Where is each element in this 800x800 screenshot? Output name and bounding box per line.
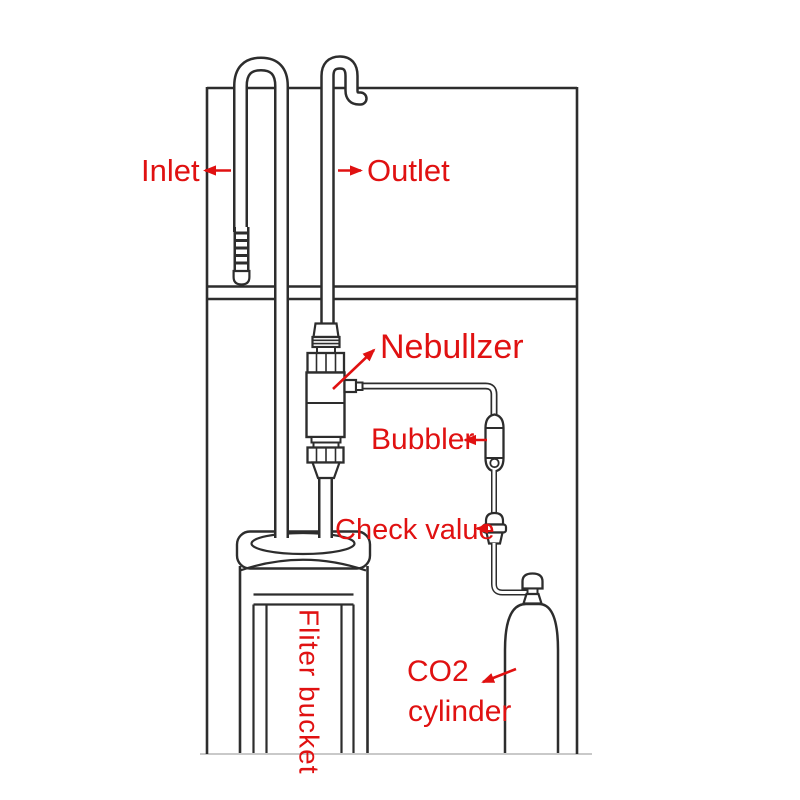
nebulizer-label: Nebullzer	[380, 328, 524, 366]
co2-cylinder-label-line2: cylinder	[408, 695, 512, 728]
inlet-pipe	[232, 56, 289, 538]
nebulizer-taper	[310, 461, 342, 480]
filter-bucket-label: Fliter bucket	[293, 609, 325, 775]
check-valve-label: Check value	[335, 514, 495, 546]
nebulizer-arrow	[332, 348, 376, 390]
outlet-label: Outlet	[367, 153, 450, 188]
annotation-arrows	[203, 165, 517, 684]
cylinder-knob	[521, 572, 544, 590]
bucket-lid-ellipse	[250, 531, 356, 556]
cylinder-collar	[521, 592, 544, 605]
tank-outline	[200, 86, 592, 755]
filter-bucket	[235, 530, 372, 753]
nebulizer-rib-block	[311, 335, 341, 349]
co2-cylinder-label-line1: CO2	[407, 655, 469, 688]
co2-tubing-checkvalve-to-cylinder	[491, 543, 527, 596]
inlet-label: Inlet	[141, 153, 200, 188]
bubble-counter	[484, 413, 505, 473]
check-valve-dome	[484, 511, 505, 526]
co2-cylinder	[503, 572, 560, 753]
bucket-lid-arch	[239, 558, 367, 572]
inlet-strainer	[232, 227, 251, 286]
nebulizer-side-port	[343, 378, 358, 394]
nebulizer-assembly	[305, 322, 364, 480]
bubble-counter-ball	[489, 457, 500, 469]
nebulizer-port-stub	[355, 381, 364, 391]
check-valve-base	[485, 531, 504, 545]
nebulizer-collet	[312, 322, 340, 339]
co2-tubing-nebulizer-to-bubbler	[360, 382, 498, 420]
bubbler-label: Bubbler	[371, 423, 475, 456]
cylinder-body	[503, 602, 560, 753]
outlet-pipe	[318, 55, 368, 538]
co2-cylinder-arrow	[481, 667, 517, 684]
